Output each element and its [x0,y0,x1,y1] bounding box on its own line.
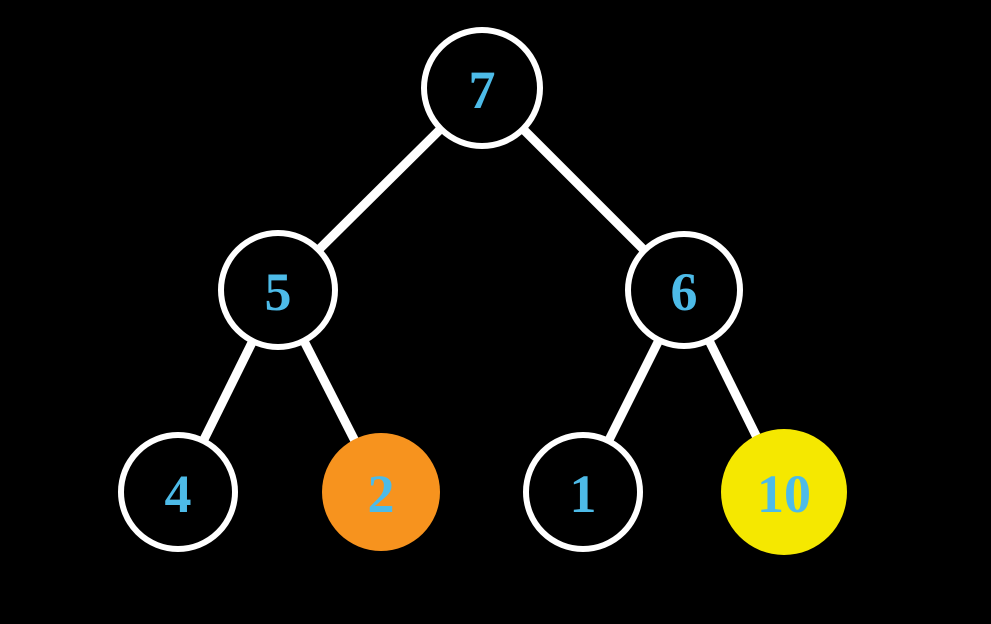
node-circle-7[interactable] [421,27,543,149]
tree-edge-7-5 [315,125,444,254]
tree-node-4[interactable]: 4 [118,432,238,552]
node-circle-4[interactable] [118,432,238,552]
tree-edge-5-4 [199,339,257,443]
node-label-2: 2 [368,464,395,524]
node-label-1: 1 [570,464,597,524]
tree-node-10[interactable]: 10 [721,429,847,555]
tree-edge-6-1 [604,338,663,444]
tree-node-7[interactable]: 7 [421,27,543,149]
edges-layer [199,125,762,445]
node-label-10: 10 [757,464,811,524]
tree-edge-5-2 [299,338,360,445]
node-circle-1[interactable] [523,432,643,552]
tree-edge-6-10 [704,338,762,441]
tree-node-1[interactable]: 1 [523,432,643,552]
tree-node-2[interactable]: 2 [322,433,440,551]
node-circle-2[interactable] [322,433,440,551]
tree-node-6[interactable]: 6 [625,231,743,349]
node-label-4: 4 [165,464,192,524]
node-circle-6[interactable] [625,231,743,349]
node-circle-10[interactable] [721,429,847,555]
node-circle-5[interactable] [218,230,338,350]
node-label-5: 5 [265,262,292,322]
nodes-layer: 7 5 6 4 2 1 10 [118,27,847,555]
node-label-6: 6 [671,262,698,322]
node-label-7: 7 [469,60,496,120]
tree-edge-7-6 [519,125,648,254]
tree-node-5[interactable]: 5 [218,230,338,350]
